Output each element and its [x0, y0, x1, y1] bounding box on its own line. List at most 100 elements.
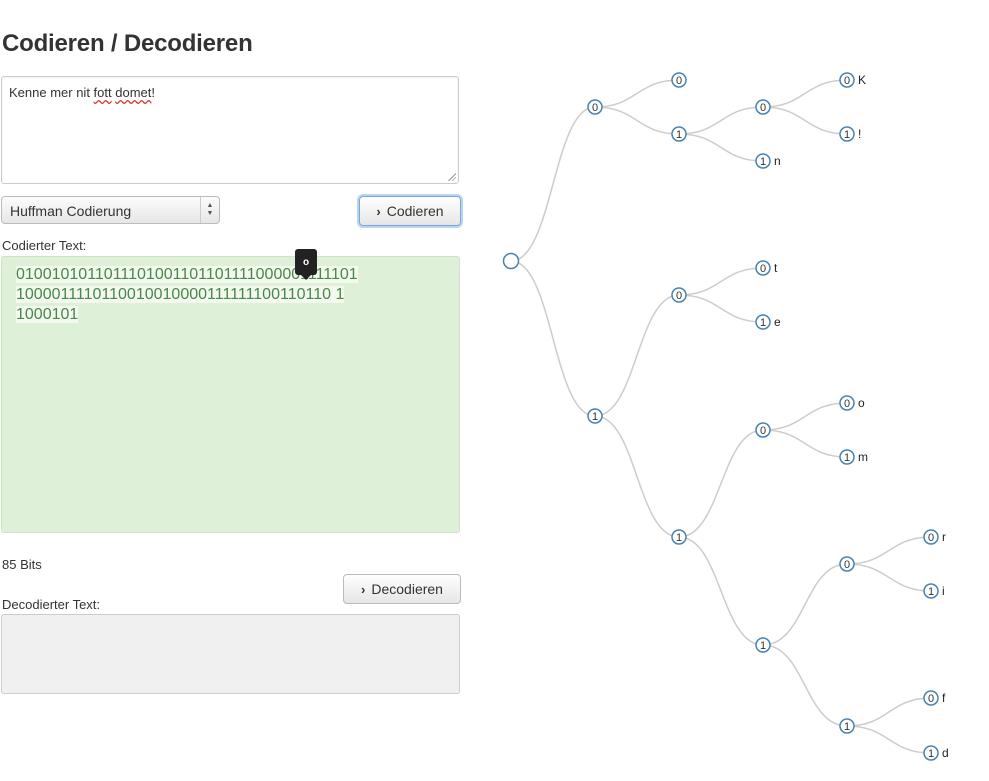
chevron-right-icon: ›	[361, 581, 366, 597]
input-text-misspelled-1: fott	[93, 85, 112, 100]
decode-button[interactable]: › Decodieren	[343, 574, 461, 604]
tree-link	[678, 294, 764, 323]
tree-link	[762, 429, 848, 458]
tree-leaf-char: K	[858, 73, 866, 87]
page-title: Codieren / Decodieren	[2, 30, 253, 57]
tree-node-label: 1	[676, 532, 682, 544]
tree-node-label: 1	[676, 129, 682, 141]
tree-node-label: 0	[760, 425, 766, 437]
decoded-text-label: Decodierter Text:	[2, 597, 101, 612]
encode-button-label: Codieren	[386, 203, 444, 219]
tree-node-label: 1	[760, 156, 766, 168]
tree-node-label: 1	[760, 317, 766, 329]
decoded-text-output[interactable]	[1, 614, 460, 694]
tree-leaf-char: !	[858, 127, 861, 141]
tree-node-label: 1	[928, 748, 934, 760]
tree-link	[678, 133, 764, 162]
tree-link	[846, 536, 932, 565]
tree-link	[846, 563, 932, 592]
tree-leaf-char: d	[942, 746, 949, 760]
tree-node-label: 1	[928, 586, 934, 598]
tree-link	[762, 563, 848, 646]
tree-leaf-char: o	[858, 396, 865, 410]
input-text-suffix: !	[151, 85, 156, 100]
tree-node[interactable]: 1	[755, 637, 771, 653]
coded-text-output[interactable]: 0100101011011101001101101111000001111101…	[1, 256, 460, 533]
tree-link	[510, 106, 596, 262]
chevron-right-icon: ›	[376, 203, 381, 219]
tree-link	[678, 429, 764, 538]
encoding-select[interactable]: Huffman Codierung ▲▼	[1, 196, 220, 224]
tree-link	[510, 260, 596, 417]
tree-node[interactable]: 1!	[839, 126, 861, 142]
input-text-prefix: Kenne mer nit	[9, 85, 94, 100]
tree-link	[678, 536, 764, 646]
tree-node[interactable]: 1	[587, 408, 603, 424]
tree-node-label: 1	[844, 452, 850, 464]
tree-link	[762, 402, 848, 431]
tree-node[interactable]: 0	[671, 287, 687, 303]
tree-link	[594, 79, 680, 108]
coded-line-2: 1000011110110010010000111111100110110 1	[16, 286, 345, 303]
tree-node-label: 0	[760, 102, 766, 114]
tree-node-label: 0	[844, 559, 850, 571]
plaintext-input[interactable]: Kenne mer nit fott domet!	[1, 76, 459, 184]
tree-link	[846, 697, 932, 727]
tree-node-label: 0	[760, 263, 766, 275]
tree-leaf-char: f	[942, 691, 946, 705]
tree-leaf-char: e	[774, 315, 781, 329]
resize-grip-icon[interactable]	[447, 172, 456, 181]
tree-node-label: 1	[760, 640, 766, 652]
coded-line-1: 0100101011011101001101101111000001111101	[16, 266, 358, 283]
tree-node-label: 0	[928, 693, 934, 705]
encode-button[interactable]: › Codieren	[359, 196, 461, 226]
tree-link	[594, 106, 680, 135]
decode-button-label: Decodieren	[371, 581, 443, 597]
tree-root-node[interactable]	[502, 252, 520, 270]
tree-node-label: 0	[844, 398, 850, 410]
tree-link	[678, 106, 764, 135]
tree-node[interactable]: 0	[587, 99, 603, 115]
tree-node[interactable]: 1	[671, 126, 687, 142]
encoding-select-value: Huffman Codierung	[10, 203, 132, 219]
tree-node[interactable]: 0	[755, 422, 771, 438]
tree-leaf-char: r	[942, 530, 946, 544]
tree-node[interactable]: 0	[755, 99, 771, 115]
coded-text-label: Codierter Text:	[2, 238, 87, 253]
tree-link	[594, 294, 680, 417]
bits-count: 85 Bits	[2, 557, 42, 572]
tree-leaf-char: n	[774, 154, 781, 168]
tree-node[interactable]: 0	[671, 72, 687, 88]
tree-node[interactable]: 1	[671, 529, 687, 545]
tree-node-label: 1	[844, 721, 850, 733]
tree-leaf-char: i	[942, 584, 945, 598]
tree-link	[762, 79, 848, 108]
tree-link	[846, 725, 932, 754]
tree-node-label: 0	[844, 75, 850, 87]
tree-node-label: 1	[592, 411, 598, 423]
tree-leaf-char: m	[858, 450, 868, 464]
tree-node-label: 0	[676, 75, 682, 87]
char-tooltip: o	[295, 249, 317, 280]
tree-node[interactable]: 0	[839, 556, 855, 572]
tree-node-label: 0	[928, 532, 934, 544]
tree-node-label: 0	[676, 290, 682, 302]
tree-node-label: 1	[844, 129, 850, 141]
tree-link	[762, 106, 848, 135]
tree-link	[594, 415, 680, 538]
tree-node[interactable]: 1	[839, 718, 855, 734]
input-text-misspelled-2: domet	[115, 85, 152, 100]
coded-line-3: 1000101	[16, 306, 79, 323]
tree-node-label: 0	[592, 102, 598, 114]
